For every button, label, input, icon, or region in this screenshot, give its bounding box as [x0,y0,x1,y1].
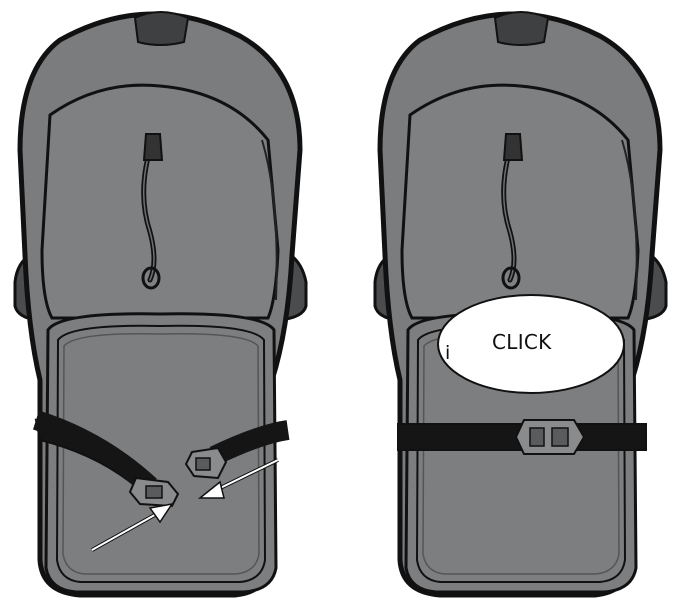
fastened-buckle [516,420,584,454]
callout-glyph: i [445,342,450,364]
click-label: CLICK [492,330,552,354]
click-callout: i CLICK [437,294,625,394]
buckle-receiver [186,448,226,478]
seat-panel-open [15,12,306,595]
